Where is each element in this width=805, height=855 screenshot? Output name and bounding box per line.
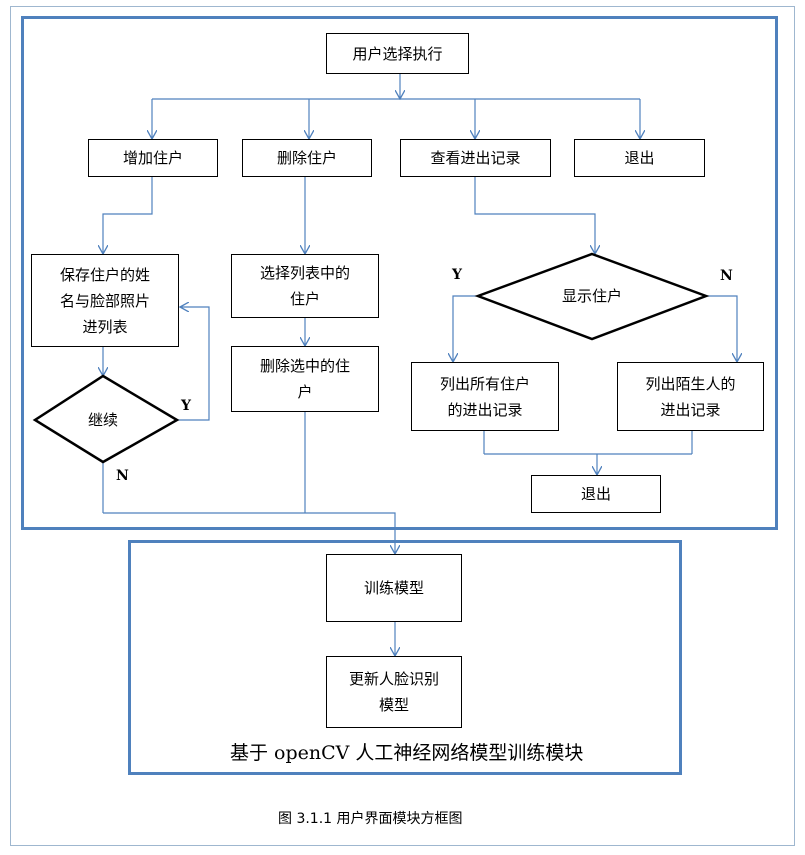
continue-yes-label: Y <box>181 398 191 414</box>
connector-show-no <box>706 295 737 362</box>
continue-decision-diamond <box>32 374 180 464</box>
continue-no-label: N <box>116 468 129 484</box>
add-resident-box: 增加住户 <box>88 139 218 177</box>
figure-caption: 图 3.1.1 用户界面模块方框图 <box>278 811 463 827</box>
show-yes-label: Y <box>452 267 462 283</box>
exit-top-box: 退出 <box>574 139 705 177</box>
list-strangers-box: 列出陌生人的 进出记录 <box>617 362 764 431</box>
continue-label: 继续 <box>87 411 118 429</box>
select-from-list-box: 选择列表中的 住户 <box>231 254 379 318</box>
update-face-model-box: 更新人脸识别 模型 <box>326 656 462 728</box>
show-resident-decision-diamond <box>474 252 710 341</box>
save-to-list-box: 保存住户的姓 名与脸部照片 进列表 <box>31 254 179 347</box>
delete-selected-box: 删除选中的住 户 <box>231 346 379 412</box>
connector-add-save <box>103 177 153 254</box>
module-title: 基于 openCV 人工神经网络模型训练模块 <box>230 742 584 764</box>
show-no-label: N <box>720 268 733 284</box>
connector-continue-yes-loop <box>177 307 210 421</box>
connector-show-yes <box>453 295 478 362</box>
connector-view-show <box>474 177 595 254</box>
outer-frame <box>10 6 795 846</box>
train-model-box: 训练模型 <box>326 554 462 622</box>
list-all-residents-box: 列出所有住户 的进出记录 <box>411 362 559 431</box>
training-module-panel <box>128 540 682 775</box>
exit-bottom-box: 退出 <box>531 475 661 513</box>
show-resident-label: 显示住户 <box>561 287 622 305</box>
delete-resident-box: 删除住户 <box>242 139 372 177</box>
view-records-box: 查看进出记录 <box>400 139 551 177</box>
user-interface-panel <box>21 16 778 530</box>
connector-merge-bus <box>103 512 395 554</box>
start-box: 用户选择执行 <box>326 33 469 74</box>
